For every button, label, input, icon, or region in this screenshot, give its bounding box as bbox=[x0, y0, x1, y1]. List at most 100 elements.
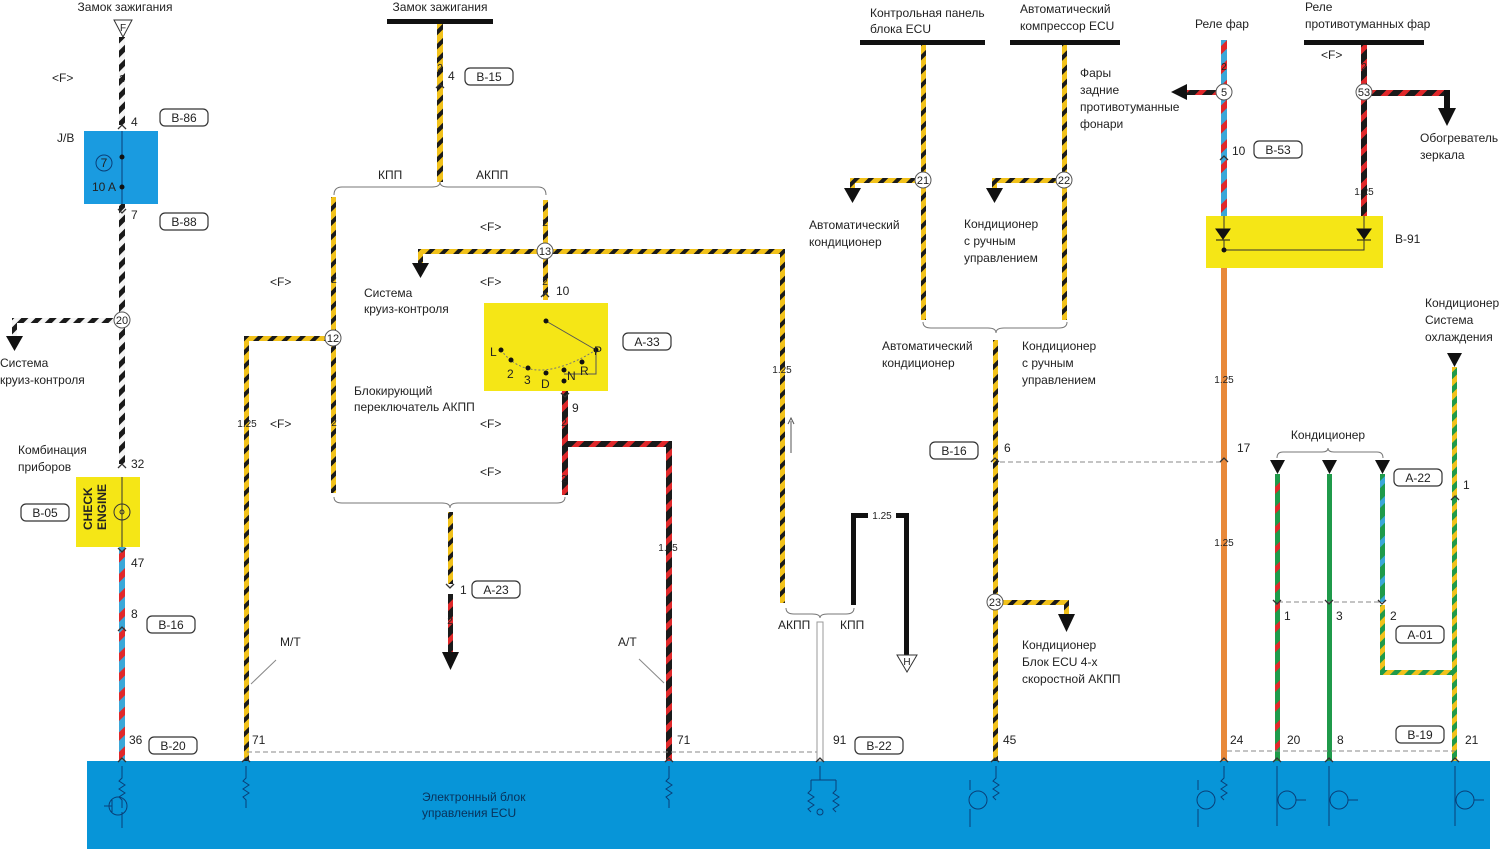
pin-label: 1 bbox=[460, 583, 467, 597]
shift-p: P bbox=[594, 344, 602, 358]
splice-5: 5 bbox=[1215, 83, 1233, 101]
connector-b16-left[interactable]: B-16 bbox=[146, 615, 196, 634]
connector-b16-mid[interactable]: B-16 bbox=[929, 441, 979, 460]
svg-text:B-88: B-88 bbox=[171, 215, 197, 229]
wire-size: 1.25 bbox=[872, 511, 892, 522]
ground-h-icon bbox=[896, 654, 918, 673]
ground-h-label: H bbox=[903, 657, 910, 668]
pin-label: 7 bbox=[131, 208, 138, 222]
f-option-label: <F> bbox=[270, 417, 291, 431]
wire-size: 2 bbox=[542, 277, 548, 288]
bus-bar bbox=[1010, 40, 1120, 45]
wire-ac-main bbox=[993, 340, 998, 761]
wire-green bbox=[1327, 474, 1332, 761]
mt-pointer bbox=[250, 659, 277, 685]
wire-headlight bbox=[1221, 40, 1227, 216]
connector-a33[interactable]: A-33 bbox=[622, 332, 672, 351]
cooling-label-2: Система bbox=[1425, 313, 1474, 327]
svg-text:B-15: B-15 bbox=[476, 70, 502, 84]
connector-b88[interactable]: B-88 bbox=[159, 212, 209, 231]
wire-branch-auto-ac bbox=[851, 178, 923, 183]
arrow-down-icon bbox=[986, 188, 1003, 203]
rear-fog-label-1: Фары bbox=[1080, 66, 1111, 80]
cruise-center-2: круиз-контроля bbox=[364, 302, 449, 316]
option-brace bbox=[333, 181, 547, 196]
bus-bar bbox=[1304, 40, 1424, 45]
svg-text:5: 5 bbox=[1221, 87, 1227, 99]
pin-label: 6 bbox=[1004, 441, 1011, 455]
svg-text:B-16: B-16 bbox=[941, 444, 967, 458]
ac-group-label: Кондиционер bbox=[1291, 428, 1366, 442]
junction-block bbox=[84, 131, 158, 204]
lamp-icon bbox=[113, 503, 131, 521]
f-option-label: <F> bbox=[52, 71, 73, 85]
auto-comp-label-1: Автоматический bbox=[1020, 2, 1111, 16]
connector-b53[interactable]: B-53 bbox=[1253, 140, 1303, 159]
arrow-down-icon bbox=[6, 336, 23, 351]
mt-label: M/T bbox=[280, 635, 301, 649]
wire-size: 1.25 bbox=[772, 365, 792, 376]
connector-chevrons bbox=[117, 83, 1460, 763]
wire-size: 1.25 bbox=[1214, 375, 1234, 386]
rear-fog-label-3: противотуманные bbox=[1080, 100, 1180, 114]
auto-ac-label-1: Автоматический bbox=[809, 218, 900, 232]
option-brace bbox=[785, 607, 855, 619]
connector-a23[interactable]: A-23 bbox=[471, 580, 521, 599]
cooling-label-1: Кондиционер bbox=[1425, 296, 1499, 310]
connector-b20[interactable]: B-20 bbox=[148, 736, 198, 755]
cooling-label-3: охлаждения bbox=[1425, 330, 1493, 344]
manual-ac-label-2: с ручным bbox=[964, 234, 1016, 248]
wire-green-red bbox=[1275, 474, 1280, 761]
pin-label: 45 bbox=[1003, 733, 1017, 747]
terminal-icon bbox=[1322, 460, 1337, 474]
wire-branch-cruise bbox=[14, 318, 122, 323]
wire-white bbox=[816, 621, 824, 762]
head-relay-label: Реле фар bbox=[1195, 17, 1249, 31]
ac-tcm-label-1: Кондиционер bbox=[1022, 638, 1097, 652]
f-option-label: <F> bbox=[480, 220, 501, 234]
arrow-down-icon bbox=[1058, 614, 1075, 632]
fuse-number-circle bbox=[95, 154, 113, 172]
ac-tcm-label-2: Блок ECU 4-х bbox=[1022, 655, 1097, 669]
shift-d: D bbox=[541, 377, 550, 391]
ecu-block bbox=[87, 761, 1490, 849]
manual-ac-bottom-2: с ручным bbox=[1022, 356, 1074, 370]
pin-label: 21 bbox=[1465, 733, 1479, 747]
cruise-label-1: Система bbox=[0, 356, 49, 370]
svg-text:21: 21 bbox=[917, 175, 929, 187]
f-option-label: <F> bbox=[480, 275, 501, 289]
connector-b22[interactable]: B-22 bbox=[854, 736, 904, 755]
shift-2: 2 bbox=[507, 367, 514, 381]
check-label: CHECK bbox=[81, 487, 95, 530]
connector-b15[interactable]: B-15 bbox=[464, 67, 514, 86]
svg-text:22: 22 bbox=[1058, 175, 1070, 187]
connector-a22[interactable]: A-22 bbox=[1393, 468, 1443, 487]
kpp-bottom-label: КПП bbox=[840, 618, 864, 632]
connector-a01[interactable]: A-01 bbox=[1395, 625, 1445, 644]
pin-label: 8 bbox=[131, 607, 138, 621]
wire-branch-rear-fog bbox=[1186, 90, 1222, 95]
ac-tcm-label-3: скоростной АКПП bbox=[1022, 672, 1120, 686]
splice-12: 12 bbox=[324, 329, 342, 347]
diode-icon bbox=[1215, 216, 1372, 253]
connector-f-triangle bbox=[113, 19, 133, 39]
wire-branch-manual-ac bbox=[993, 178, 1064, 183]
splice-53: 53 bbox=[1355, 83, 1373, 101]
connector-b86[interactable]: B-86 bbox=[159, 108, 209, 127]
connector-b19[interactable]: B-19 bbox=[1395, 725, 1445, 744]
svg-text:B-20: B-20 bbox=[160, 739, 186, 753]
pin-label: 8 bbox=[1337, 733, 1344, 747]
rear-fog-label-4: фонари bbox=[1080, 117, 1123, 131]
ignition-left-label: Замок зажигания bbox=[78, 0, 173, 14]
wire-fog-relay bbox=[1361, 45, 1367, 216]
fuse-number: 7 bbox=[101, 156, 108, 170]
check-engine-lamp bbox=[76, 477, 140, 547]
connector-b05[interactable]: B-05 bbox=[20, 503, 70, 522]
terminal-icon bbox=[1447, 353, 1462, 367]
mirror-label-2: зеркала bbox=[1420, 148, 1465, 162]
fog-relay-label-2: противотуманных фар bbox=[1305, 17, 1431, 31]
fog-relay-label-1: Реле bbox=[1305, 0, 1333, 14]
pin-label: 32 bbox=[131, 457, 145, 471]
ecu-label-2: управления ECU bbox=[422, 806, 516, 820]
wire-at-branch bbox=[562, 441, 670, 447]
